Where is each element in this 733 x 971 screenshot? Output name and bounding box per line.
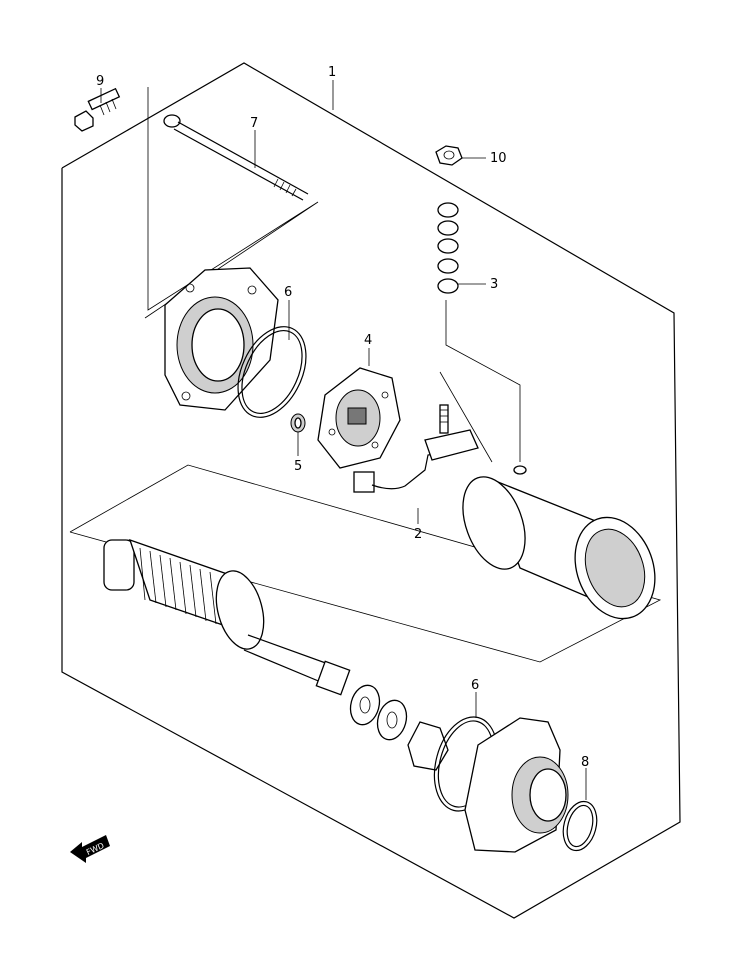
leader-lines: [100, 80, 587, 800]
assembly-outline: [61, 62, 681, 919]
fwd-arrow-icon: FWD: [70, 835, 110, 863]
callout-6-upper: 6: [284, 285, 292, 300]
o-ring-8: [562, 800, 598, 852]
brush-holder-2: [353, 404, 479, 493]
bushing-5: [290, 413, 306, 433]
brush-plate-4: [317, 367, 401, 469]
callout-8: 8: [581, 755, 589, 770]
yoke-leader-box: [445, 300, 521, 462]
callout-10: 10: [490, 151, 507, 166]
callout-5: 5: [294, 459, 302, 474]
callout-2: 2: [414, 527, 422, 542]
through-bolt-7: [163, 114, 309, 201]
callout-9: 9: [96, 74, 104, 89]
nut-10: [435, 145, 463, 166]
rear-subgroup-outline: [144, 87, 319, 319]
thrust-washers: [349, 684, 449, 771]
fwd-label: FWD: [85, 841, 106, 857]
armature: [103, 538, 351, 696]
brush-holder-bracket: [439, 371, 493, 463]
washer-stack-3: [437, 202, 459, 294]
yoke-housing: [462, 465, 656, 620]
callout-6-lower: 6: [471, 678, 479, 693]
rear-end-cover: [164, 267, 279, 411]
callout-3: 3: [490, 277, 498, 292]
bolt-9: [74, 87, 121, 132]
o-ring-6-upper: [237, 326, 307, 418]
armature-subgroup-outline: [69, 464, 662, 663]
front-end-cover: [464, 717, 569, 853]
callout-4: 4: [364, 333, 372, 348]
callout-1: 1: [328, 65, 336, 80]
callout-7: 7: [250, 116, 258, 131]
